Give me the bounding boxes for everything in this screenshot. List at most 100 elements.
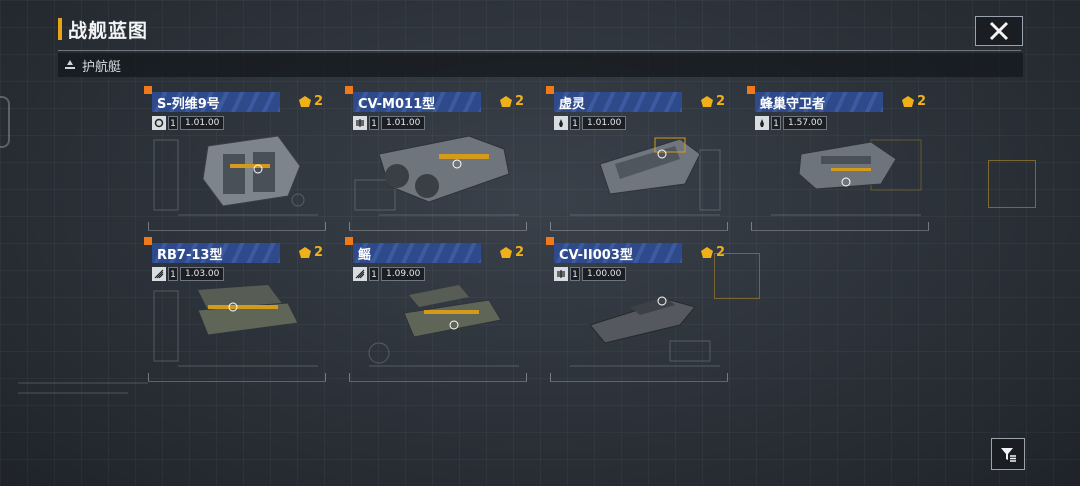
ship-name: CV-II003型 [559,247,633,263]
cost-value: 2 [716,94,726,109]
cost-value: 2 [515,245,525,260]
page-title: 战舰蓝图 [68,19,149,42]
filter-button[interactable] [991,438,1025,470]
side-drawer-handle[interactable] [0,96,10,148]
ship-name-bar: S-列维9号 [152,92,280,112]
new-indicator [345,86,353,94]
ship-stats: 1 1.01.00 [353,116,426,130]
header-divider [58,50,1021,51]
cost-value: 2 [716,245,726,260]
blueprint-schematic [153,139,318,216]
blueprint-card[interactable]: 蜂巢守卫者 2 1 1.57.00 [747,86,929,231]
card-edge [526,222,527,230]
ship-model-image [202,135,301,207]
ship-version: 1.01.00 [582,116,627,130]
ship-name: 虚灵 [559,96,586,112]
page-header: 战舰蓝图 [58,16,148,42]
card-edge [751,222,752,230]
card-edge [526,373,527,381]
ship-stats: 1 1.00.00 [554,267,627,281]
blueprint-schematic [153,290,318,367]
carrier-class-icon [353,116,367,130]
card-edge [550,373,551,381]
ship-name-bar: 虚灵 [554,92,682,112]
cost-value: 2 [314,94,324,109]
card-edge [148,222,149,230]
striker-class-icon [152,267,166,281]
ship-version: 1.03.00 [180,267,225,281]
cost-icon [299,95,311,107]
new-indicator [546,86,554,94]
ship-name-bar: CV-II003型 [554,243,682,263]
ship-model-image [197,285,299,336]
cost-display: 2 [499,94,524,109]
cost-display: 2 [298,94,323,109]
ship-model-image [589,296,696,344]
ship-stats: 1 1.01.00 [152,116,225,130]
cost-icon [299,246,311,258]
ship-version: 1.57.00 [783,116,828,130]
close-button[interactable] [975,16,1023,46]
card-edge [928,222,929,230]
cost-display: 2 [901,94,926,109]
ship-name-bar: RB7-13型 [152,243,280,263]
background-decoration [18,378,158,411]
cost-display: 2 [499,245,524,260]
new-indicator [144,86,152,94]
ship-level: 1 [771,116,781,130]
cost-icon [701,246,713,258]
card-edge [550,222,551,230]
cost-display: 2 [700,94,725,109]
rocket-class-icon [554,116,568,130]
blueprint-card[interactable]: S-列维9号 2 1 1.01.00 [144,86,326,231]
ship-name: S-列维9号 [157,96,220,112]
card-edge [349,222,350,230]
background-frame [714,253,760,299]
ship-level: 1 [168,116,178,130]
ship-level: 1 [369,267,379,281]
ship-name: RB7-13型 [157,247,223,263]
carrier-class-icon [554,267,568,281]
blueprint-card[interactable]: RB7-13型 2 1 1.03.00 [144,237,326,382]
ship-version: 1.01.00 [381,116,426,130]
category-bar[interactable]: 护航艇 [58,53,1023,77]
ship-version: 1.01.00 [180,116,225,130]
blueprint-card[interactable]: CV-M011型 2 1 1.01.00 [345,86,527,231]
cost-value: 2 [917,94,927,109]
ship-version: 1.00.00 [582,267,627,281]
blueprint-card[interactable]: CV-II003型 2 1 1.00.00 [546,237,728,382]
card-edge [727,373,728,381]
ship-model-image [599,137,701,195]
ship-stats: 1 1.57.00 [755,116,828,130]
blueprint-card[interactable]: 鳐 2 1 1.09.00 [345,237,527,382]
ship-name: 蜂巢守卫者 [760,96,826,112]
ship-stats: 1 1.09.00 [353,267,426,281]
ship-name-bar: CV-M011型 [353,92,481,112]
ship-stats: 1 1.01.00 [554,116,627,130]
close-icon [989,21,1009,41]
ship-stats: 1 1.03.00 [152,267,225,281]
card-edge [148,373,149,381]
blueprint-card[interactable]: 虚灵 2 1 1.01.00 [546,86,728,231]
ship-level: 1 [570,116,580,130]
cost-value: 2 [515,94,525,109]
striker-class-icon [353,267,367,281]
ship-name: CV-M011型 [358,96,436,112]
cost-icon [500,95,512,107]
ship-name-bar: 鳐 [353,243,481,263]
ship-model-image [378,135,510,203]
title-accent-bar [58,18,62,40]
new-indicator [144,237,152,245]
card-edge [325,373,326,381]
blueprint-schematic [570,149,721,216]
ship-version: 1.09.00 [381,267,426,281]
filter-icon [1001,448,1016,462]
category-label: 护航艇 [82,59,122,75]
card-edge [727,222,728,230]
blueprint-schematic [368,342,519,367]
ship-name: 鳐 [358,247,372,263]
blueprint-schematic [570,340,720,367]
new-indicator [345,237,353,245]
card-edge [349,373,350,381]
frigate-class-icon [152,116,166,130]
